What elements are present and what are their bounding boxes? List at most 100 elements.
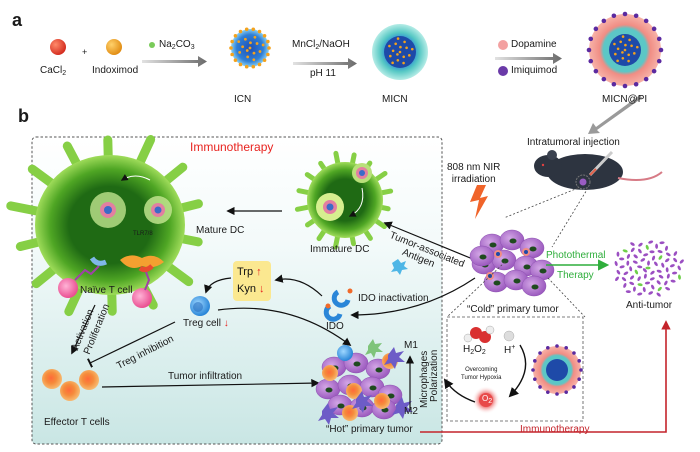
tumor-fragment <box>649 250 655 254</box>
tumor-fragment <box>656 280 661 285</box>
tumor-fragment <box>673 257 678 263</box>
tumor-fragment <box>638 242 643 247</box>
surface-dot <box>633 13 639 19</box>
tumor-infiltration-label: Tumor infiltration <box>168 371 243 382</box>
core-dot <box>253 35 257 39</box>
surface-dot <box>266 39 270 44</box>
core-dot <box>261 43 265 47</box>
surface-dot <box>262 58 267 63</box>
tumor-fragment <box>643 253 649 257</box>
core-dot <box>621 35 625 38</box>
core-dot <box>621 56 625 60</box>
tumor-fragment <box>679 259 684 264</box>
surface-dot <box>593 26 599 32</box>
surface-dot <box>266 52 270 57</box>
dopamine-label: Dopamine <box>511 39 557 50</box>
tumor-fragment <box>638 248 642 254</box>
immunotherapy-feedback-arrow <box>420 320 671 433</box>
ido-label: IDO <box>326 321 344 332</box>
surface-dot <box>611 81 617 87</box>
surface-dot <box>238 62 243 67</box>
core-dot <box>389 54 392 58</box>
tumor-fragment <box>651 284 655 290</box>
cold-tumor <box>469 229 555 297</box>
core-dot <box>623 48 627 52</box>
tumor-fragment <box>648 291 654 295</box>
trp-up-arrow: ↑ <box>256 266 262 278</box>
core-dot <box>396 58 400 62</box>
naive-t-cell-label: Naïve T cell <box>80 285 133 296</box>
indoximod-label: Indoximod <box>92 65 139 76</box>
effector-t-cell <box>374 393 390 409</box>
surface-dot <box>572 385 576 389</box>
core-dot <box>633 52 636 55</box>
core-dot <box>246 55 250 59</box>
cacl2-label: CaCl2 <box>40 65 67 77</box>
core-dot <box>396 53 399 56</box>
surface-dot <box>238 29 243 34</box>
tumor-fragment <box>642 268 647 273</box>
macrophage <box>318 403 339 425</box>
surface-dot <box>601 76 607 82</box>
surface-dot <box>538 385 542 389</box>
core-dot <box>243 37 247 41</box>
tumor-nucleus <box>337 403 345 409</box>
tumor-nucleus <box>493 280 501 286</box>
na2co3-dot <box>149 42 155 48</box>
surface-dot <box>658 47 664 53</box>
surface-dot <box>233 58 238 63</box>
core-dot <box>628 38 631 42</box>
tumor-fragment <box>640 258 646 262</box>
tumor-fragment <box>677 265 681 271</box>
macrophage <box>352 391 373 413</box>
surface-dot <box>244 27 249 32</box>
tumor-fragment <box>644 281 651 285</box>
anti-tumor-debris <box>614 240 684 297</box>
core-dot <box>238 50 242 54</box>
tumor-fragment <box>657 250 663 254</box>
tumor-fragment <box>623 271 629 276</box>
core-dot <box>402 61 405 65</box>
tumor-fragment <box>665 267 669 273</box>
arrow-antigen <box>383 221 481 263</box>
tumor-nucleus <box>375 367 383 373</box>
surface-dot <box>601 18 607 24</box>
tumor-fragment <box>645 244 649 250</box>
panel-b-label: b <box>18 106 29 126</box>
surface-dot <box>251 27 256 32</box>
cold-tumor-label: “Cold” primary tumor <box>467 304 559 315</box>
kyn-down-arrow: ↓ <box>259 283 265 295</box>
surface-dot <box>633 81 639 87</box>
tumor-fragment <box>654 261 658 267</box>
core-dot <box>399 45 402 49</box>
nir-lightning-icon <box>470 185 488 219</box>
icn-particle <box>229 27 271 69</box>
tumor-fragment <box>657 286 662 292</box>
macrophage <box>384 347 405 369</box>
arrow-step2 <box>293 58 357 69</box>
indoximod-sphere <box>106 39 122 55</box>
arrow-ido-to-trpkyn <box>274 274 323 297</box>
core-dot <box>624 43 627 47</box>
nanoparticle-core <box>496 252 500 256</box>
surface-dot <box>588 36 594 42</box>
surface-dot <box>233 33 238 38</box>
core-dot <box>252 58 256 62</box>
dopamine-sphere <box>498 40 508 50</box>
mature-dc <box>6 135 203 317</box>
ph-label: pH 11 <box>310 68 336 79</box>
tumor-fragment <box>632 260 638 264</box>
mouse-illustration <box>534 150 663 190</box>
tumor-fragment <box>666 252 671 257</box>
surface-dot <box>251 64 256 69</box>
core-dot <box>627 59 630 63</box>
icn-label: ICN <box>234 94 252 105</box>
surface-dot <box>230 39 234 44</box>
core-dot <box>258 50 262 53</box>
tumor-fragment <box>656 269 662 273</box>
tumor-fragment <box>615 276 619 281</box>
arrow-trpkyn-to-treg <box>204 277 232 294</box>
